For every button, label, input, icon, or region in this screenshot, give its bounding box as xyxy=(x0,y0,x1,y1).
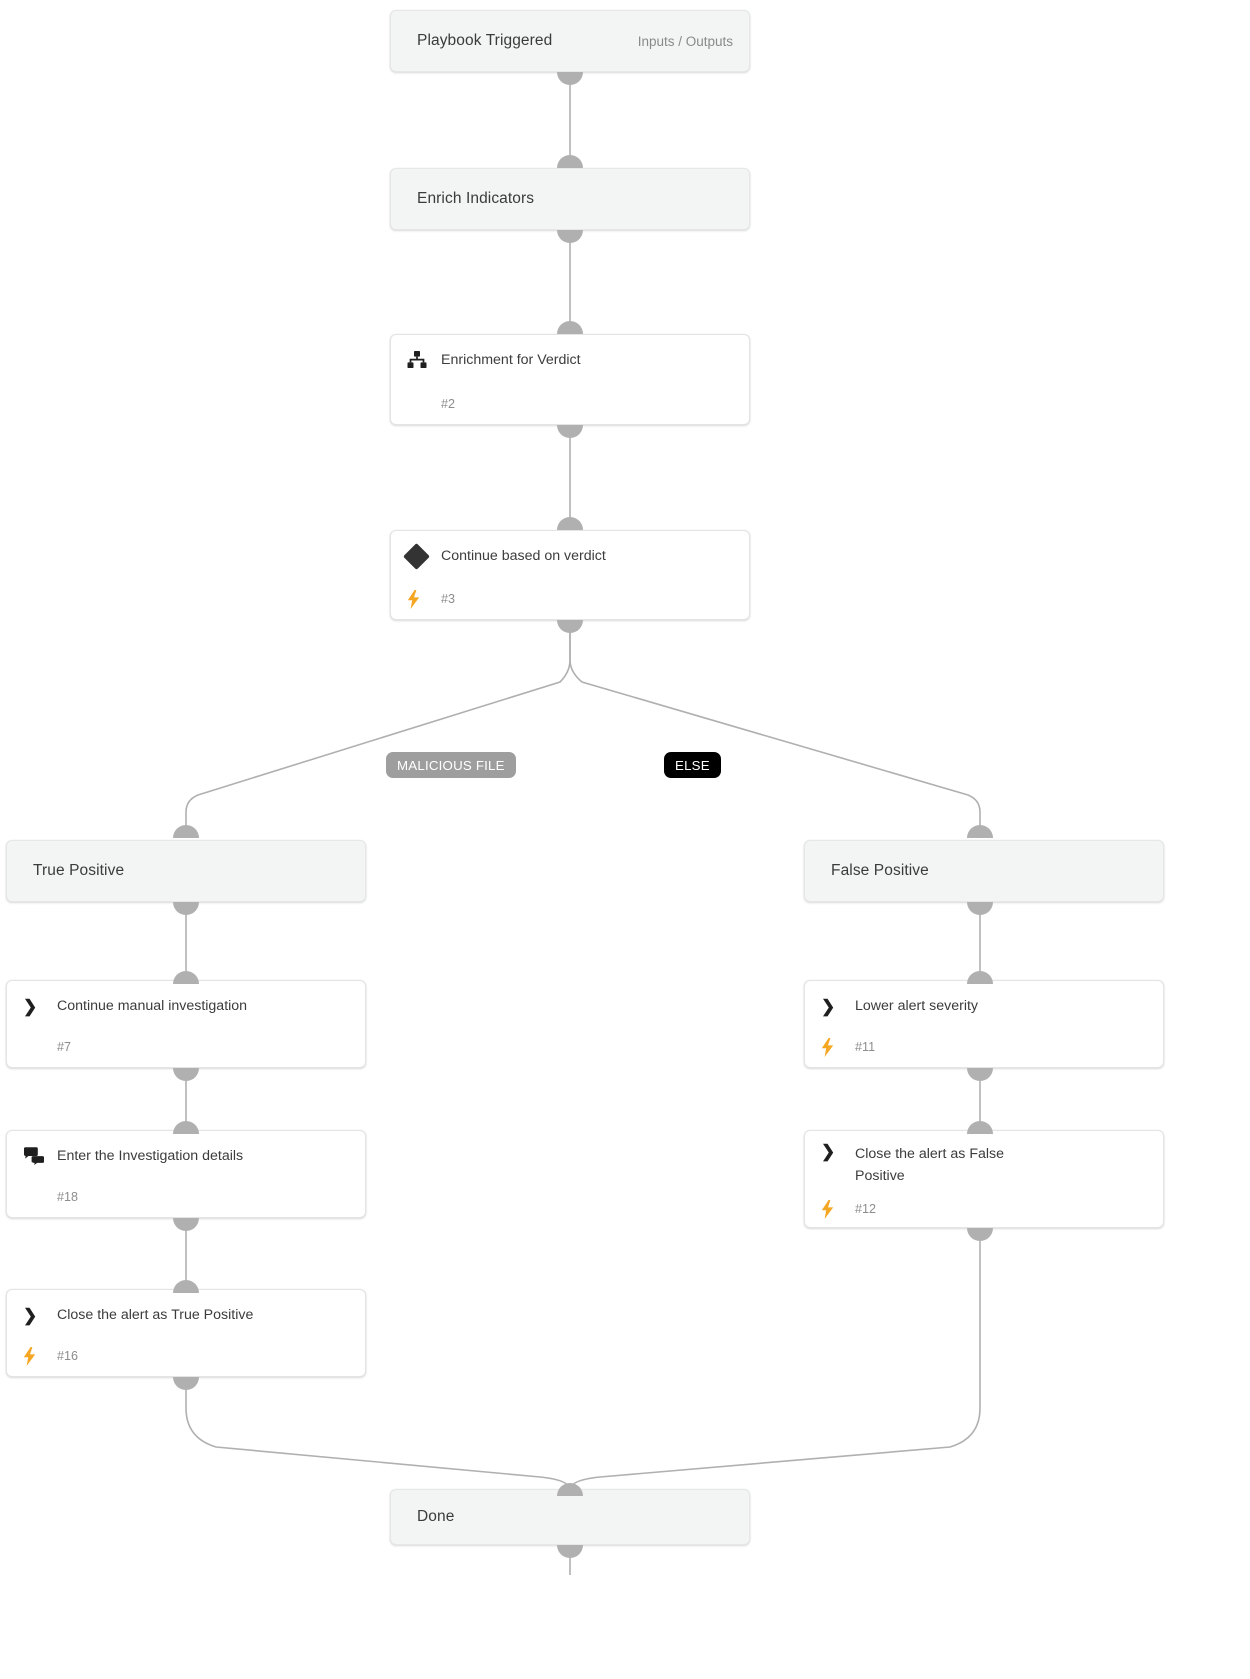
node-enrichment-for-verdict[interactable]: Enrichment for Verdict #2 xyxy=(390,334,750,425)
branch-badge-malicious-file[interactable]: MALICIOUS FILE xyxy=(386,752,516,778)
branch-badge-label: ELSE xyxy=(675,757,710,773)
task-header: Continue based on verdict xyxy=(391,531,749,581)
node-title: True Positive xyxy=(33,862,125,879)
port-in-verdict[interactable] xyxy=(557,321,583,334)
port-out-true-positive[interactable] xyxy=(173,902,199,915)
command-chevron-icon: ❯ xyxy=(821,1142,836,1161)
port-in-task16[interactable] xyxy=(173,1280,199,1293)
port-out-task12[interactable] xyxy=(967,1228,993,1241)
branch-badge-else[interactable]: ELSE xyxy=(664,752,721,778)
node-done[interactable]: Done xyxy=(390,1489,750,1545)
node-title-row: True Positive xyxy=(7,841,365,901)
port-out-done[interactable] xyxy=(557,1545,583,1558)
task-header: ❯ Lower alert severity xyxy=(805,981,1163,1031)
page-title: Playbook Triggered xyxy=(417,32,553,49)
sub-playbook-icon xyxy=(407,351,441,369)
task-footer: #11 xyxy=(805,1027,1163,1067)
port-in-true-positive[interactable] xyxy=(173,825,199,838)
task-footer: #12 xyxy=(805,1191,1163,1227)
task-footer: #7 xyxy=(7,1027,365,1067)
task-label: Close the alert as False Positive xyxy=(855,1146,1005,1185)
automation-bolt-icon xyxy=(407,589,441,609)
command-chevron-icon: ❯ xyxy=(821,996,836,1016)
task-label: Continue based on verdict xyxy=(441,547,606,564)
port-out-verdict[interactable] xyxy=(557,425,583,438)
port-in-enrich[interactable] xyxy=(557,155,583,168)
node-continue-manual-investigation[interactable]: ❯ Continue manual investigation #7 xyxy=(6,980,366,1068)
node-true-positive[interactable]: True Positive xyxy=(6,840,366,902)
port-out-task18[interactable] xyxy=(173,1218,199,1231)
task-header: ❯ Continue manual investigation xyxy=(7,981,365,1031)
port-out-task7[interactable] xyxy=(173,1068,199,1081)
port-out-start[interactable] xyxy=(557,72,583,85)
automation-bolt-icon xyxy=(821,1199,855,1219)
command-chevron-icon: ❯ xyxy=(23,996,38,1016)
port-in-done[interactable] xyxy=(557,1483,583,1496)
task-label: Enrichment for Verdict xyxy=(441,351,581,368)
task-label: Close the alert as True Positive xyxy=(57,1306,254,1323)
branch-badge-label: MALICIOUS FILE xyxy=(397,757,505,773)
port-in-false-positive[interactable] xyxy=(967,825,993,838)
condition-diamond-icon xyxy=(403,542,441,570)
node-close-alert-false-positive[interactable]: ❯ Close the alert as False Positive #12 xyxy=(804,1130,1164,1228)
edge-condition-to-true-positive xyxy=(182,632,571,836)
port-in-task7[interactable] xyxy=(173,971,199,984)
task-id: #16 xyxy=(57,1349,79,1363)
node-close-alert-true-positive[interactable]: ❯ Close the alert as True Positive #16 xyxy=(6,1289,366,1377)
task-id: #12 xyxy=(855,1202,877,1216)
task-id: #2 xyxy=(441,397,456,411)
node-playbook-triggered[interactable]: Playbook Triggered Inputs / Outputs xyxy=(390,10,750,72)
task-label: Enter the Investigation details xyxy=(57,1147,244,1164)
task-footer: #2 xyxy=(391,384,749,424)
node-title: False Positive xyxy=(831,862,929,879)
inputs-outputs-link[interactable]: Inputs / Outputs xyxy=(637,33,733,49)
edge-false-positive-to-done xyxy=(566,1228,981,1494)
task-footer: #18 xyxy=(7,1177,365,1217)
edge-true-positive-to-done xyxy=(185,1377,574,1494)
node-continue-based-on-verdict[interactable]: Continue based on verdict #3 xyxy=(390,530,750,620)
node-enter-investigation-details[interactable]: Enter the Investigation details #18 xyxy=(6,1130,366,1218)
task-id: #18 xyxy=(57,1190,79,1204)
automation-bolt-icon xyxy=(821,1037,855,1057)
port-out-enrich[interactable] xyxy=(557,230,583,243)
node-false-positive[interactable]: False Positive xyxy=(804,840,1164,902)
task-header: Enrichment for Verdict xyxy=(391,335,749,385)
task-id: #11 xyxy=(855,1040,876,1054)
automation-bolt-icon xyxy=(23,1346,57,1366)
node-title: Done xyxy=(417,1508,455,1525)
port-in-condition[interactable] xyxy=(557,517,583,530)
node-title-row: Done xyxy=(391,1490,749,1544)
task-id: #3 xyxy=(441,592,456,606)
task-header: ❯ Close the alert as True Positive xyxy=(7,1290,365,1340)
node-enrich-indicators[interactable]: Enrich Indicators xyxy=(390,168,750,230)
edge-condition-to-false-positive xyxy=(569,632,984,836)
command-chevron-icon: ❯ xyxy=(23,1305,38,1325)
port-out-task11[interactable] xyxy=(967,1068,993,1081)
port-in-task18[interactable] xyxy=(173,1121,199,1134)
port-out-condition[interactable] xyxy=(557,620,583,633)
task-footer: #3 xyxy=(391,579,749,619)
port-in-task11[interactable] xyxy=(967,971,993,984)
node-title: Enrich Indicators xyxy=(417,190,535,207)
node-title-row: Enrich Indicators xyxy=(391,169,749,229)
task-label: Lower alert severity xyxy=(855,997,979,1014)
task-header: Enter the Investigation details xyxy=(7,1131,365,1181)
node-lower-alert-severity[interactable]: ❯ Lower alert severity #11 xyxy=(804,980,1164,1068)
port-out-false-positive[interactable] xyxy=(967,902,993,915)
port-in-task12[interactable] xyxy=(967,1121,993,1134)
node-title-row: Playbook Triggered Inputs / Outputs xyxy=(391,11,749,71)
task-id: #7 xyxy=(57,1040,72,1054)
port-out-task16[interactable] xyxy=(173,1377,199,1390)
task-footer: #16 xyxy=(7,1336,365,1376)
task-label: Continue manual investigation xyxy=(57,997,248,1014)
task-header: ❯ Close the alert as False Positive xyxy=(805,1131,1163,1193)
node-title-row: False Positive xyxy=(805,841,1163,901)
data-collection-icon xyxy=(23,1147,57,1165)
